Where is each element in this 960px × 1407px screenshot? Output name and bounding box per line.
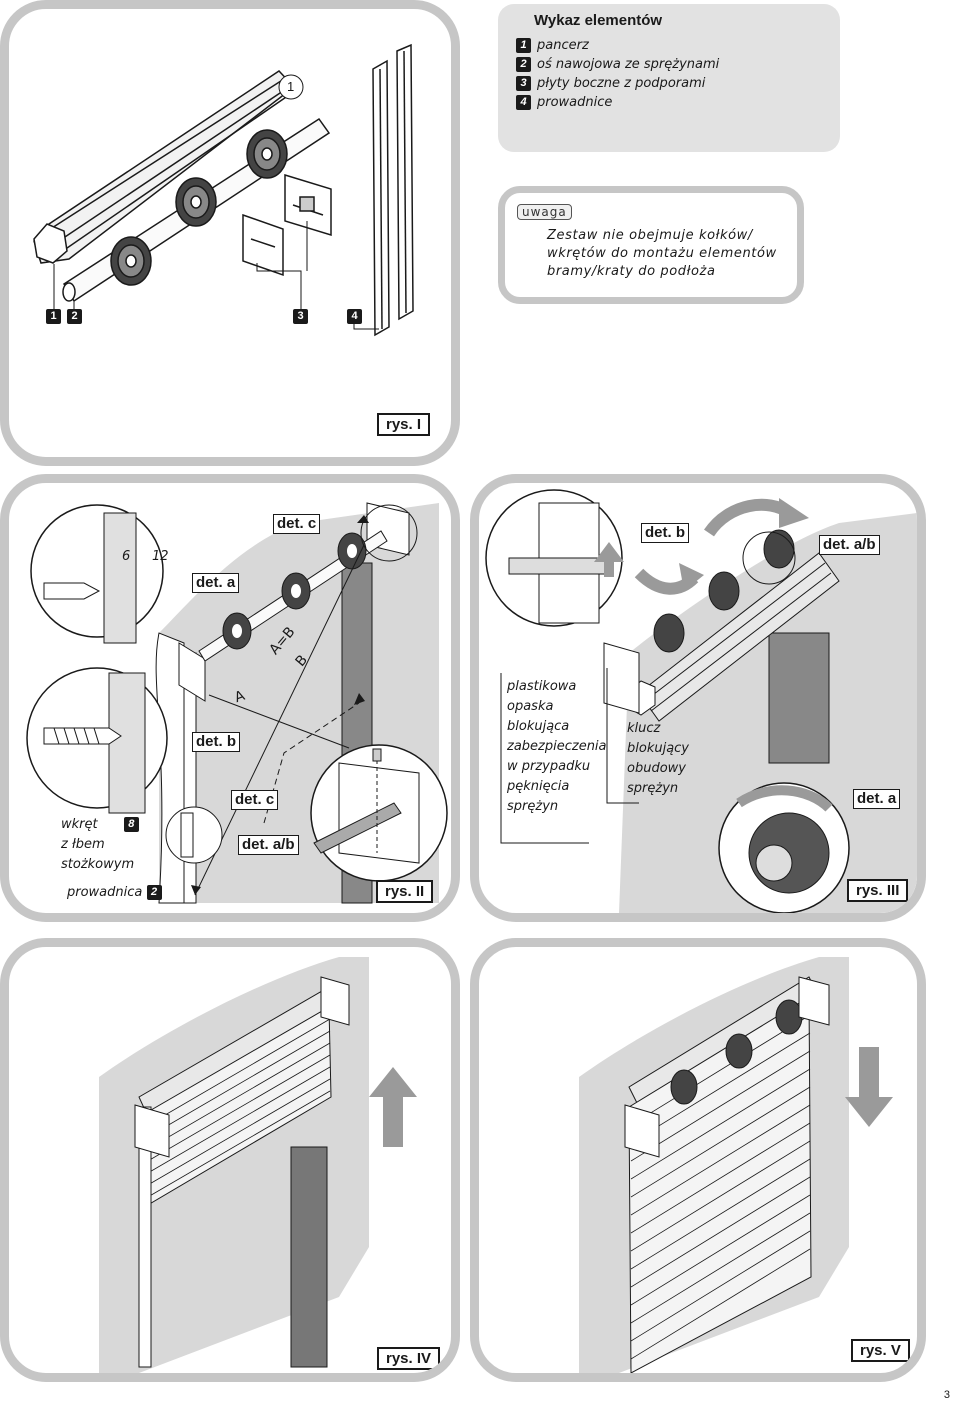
marker-2: 2	[67, 309, 82, 324]
strap-line: opaska	[507, 699, 554, 714]
screw-caption: wkręt 8 z łbem stożkowym	[61, 815, 139, 875]
marker-3: 3	[293, 309, 308, 324]
det-a-label: det. a	[853, 789, 901, 809]
legend-text: oś nawojowa ze sprężynami	[537, 57, 720, 72]
spring-tension-illustration	[485, 489, 917, 913]
mounting-illustration	[26, 502, 448, 904]
dimension-6: 6	[122, 549, 131, 564]
screw-caption-line-1: wkręt	[61, 817, 98, 832]
legend-item: 3 płyty boczne z podporami	[516, 74, 830, 93]
guide-caption: prowadnica 2	[67, 883, 162, 903]
legend-item: 1 pancerz	[516, 36, 830, 55]
legend-text: płyty boczne z podporami	[537, 76, 706, 91]
marker-1: 1	[46, 309, 61, 324]
legend-num: 4	[516, 95, 531, 110]
det-c-label-2: det. c	[231, 790, 279, 810]
dimension-12: 12	[152, 549, 169, 564]
screw-num-badge: 8	[123, 817, 139, 832]
legend-item: 2 oś nawojowa ze sprężynami	[516, 55, 830, 74]
legend-num: 1	[516, 38, 531, 53]
up-arrow	[369, 1067, 417, 1147]
strap-line: pęknięcia	[507, 779, 570, 794]
det-a-label: det. a	[192, 573, 240, 593]
legend-text: prowadnice	[537, 95, 613, 110]
side-plates-drawing	[242, 173, 332, 277]
marker-4: 4	[347, 309, 362, 324]
figure-3-panel: det. b det. a/b det. a plastikowa opaska…	[470, 474, 926, 922]
legend-title: Wykaz elementów	[534, 12, 663, 29]
guide-caption-text: prowadnica	[67, 885, 143, 900]
figure-2-label: rys. II	[376, 880, 434, 903]
legend-item: 4 prowadnice	[516, 93, 830, 112]
strap-caption: plastikowa opaska blokująca zabezpieczen…	[507, 677, 607, 817]
figure-5-panel: rys. V	[470, 938, 926, 1382]
figure-4-panel: rys. IV	[0, 938, 460, 1382]
axle-drawing	[62, 117, 331, 303]
strap-line: w przypadku	[507, 759, 591, 774]
figure-2-panel: det. c det. a det. b det. c det. a/b 6 1…	[0, 474, 460, 922]
strap-line: zabezpieczenia	[507, 739, 607, 754]
det-c-label: det. c	[273, 514, 321, 534]
callout-1-label: 1	[287, 79, 295, 94]
guide-rails-drawing	[372, 43, 414, 337]
components-illustration	[33, 43, 414, 337]
figure-3-label: rys. III	[847, 879, 909, 902]
det-b-label: det. b	[192, 732, 240, 752]
lower-illustration	[579, 957, 893, 1373]
screw-caption-line-3: stożkowym	[61, 857, 135, 872]
figure-5-label: rys. V	[851, 1339, 910, 1362]
warning-tag: uwaga	[517, 204, 572, 220]
spring-1	[110, 236, 152, 286]
warning-note: uwaga Zestaw nie obejmuje kołków/ wkrętó…	[498, 186, 804, 304]
legend-num: 3	[516, 76, 531, 91]
figure-1-label: rys. I	[377, 413, 431, 436]
warning-text: Zestaw nie obejmuje kołków/ wkrętów do m…	[547, 228, 777, 279]
springs	[222, 532, 367, 650]
legend-num: 2	[516, 57, 531, 72]
key-line: klucz	[627, 721, 661, 736]
key-line: sprężyn	[627, 781, 679, 796]
spring-3	[246, 129, 288, 179]
key-caption: klucz blokujący obudowy sprężyn	[627, 719, 689, 799]
parts-legend: Wykaz elementów 1 pancerz 2 oś nawojowa ze…	[498, 4, 840, 152]
figure-4-label: rys. IV	[377, 1347, 441, 1370]
det-ab-label: det. a/b	[819, 535, 880, 555]
page-number: 3	[943, 1389, 950, 1401]
det-ab-label: det. a/b	[238, 835, 299, 855]
strap-line: blokująca	[507, 719, 570, 734]
spring-2	[175, 177, 217, 227]
key-line: blokujący	[627, 741, 690, 756]
curtain-roll-drawing	[33, 70, 296, 264]
raise-illustration	[99, 957, 417, 1373]
guide-num-badge: 2	[146, 885, 162, 900]
strap-line: plastikowa	[507, 679, 577, 694]
figure-1-panel: 1 1 2 3 4 rys. I	[0, 0, 460, 466]
legend-text: pancerz	[537, 38, 589, 53]
key-line: obudowy	[627, 761, 686, 776]
strap-line: sprężyn	[507, 799, 559, 814]
down-arrow	[845, 1047, 893, 1127]
screw-caption-line-2: z łbem	[61, 837, 105, 852]
det-b-label: det. b	[641, 523, 689, 543]
